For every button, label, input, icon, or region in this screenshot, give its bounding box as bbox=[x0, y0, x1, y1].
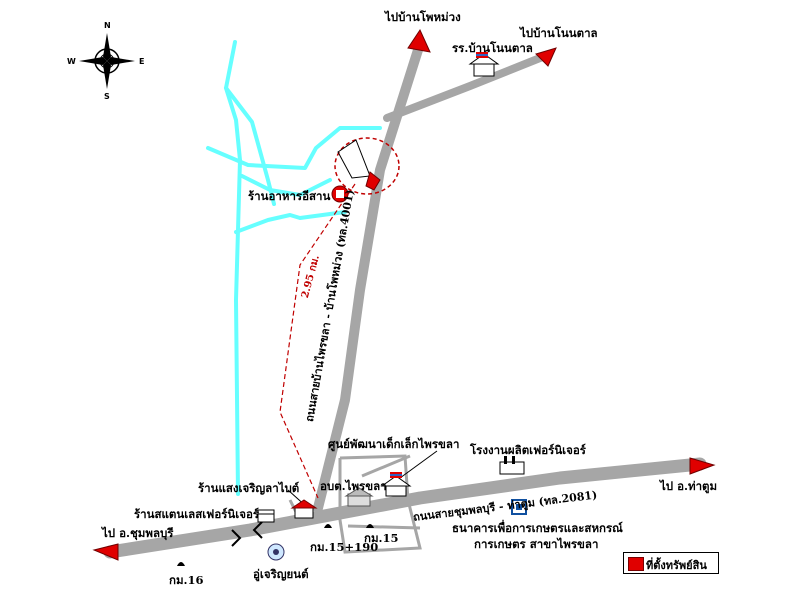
label-km16: กม.16 bbox=[169, 573, 204, 587]
distance-line bbox=[279, 183, 356, 499]
km-post-icons bbox=[177, 524, 374, 566]
label-obt: อบต.ไพรขลา bbox=[320, 479, 387, 493]
compass-rose-icon bbox=[79, 33, 135, 89]
label-baac-line1: ธนาคารเพื่อการเกษตรและสหกรณ์ bbox=[452, 521, 623, 535]
arrow-north-pho-muang bbox=[407, 28, 431, 53]
label-child-center: ศูนย์พัฒนาเด็กเล็กไพรขลา bbox=[328, 437, 460, 451]
child-center-icon bbox=[380, 472, 412, 497]
property-location bbox=[334, 137, 400, 195]
label-to-ban-non-tan: ไปบ้านโนนตาล bbox=[520, 26, 598, 40]
label-to-chumphon-buri: ไป อ.ชุมพลบุรี bbox=[102, 526, 174, 540]
local-roads bbox=[288, 454, 422, 554]
label-rice-shop: ร้านแสงเจริญลาไบต์ bbox=[198, 481, 300, 495]
label-to-tha-tum: ไป อ.ท่าตูม bbox=[660, 479, 718, 493]
school-icon bbox=[468, 52, 500, 77]
branch-road bbox=[313, 45, 549, 513]
label-baac-line2: การเกษตร สาขาไพรขลา bbox=[474, 537, 599, 551]
bridge-icon bbox=[231, 521, 263, 547]
label-to-ban-pho-muang: ไปบ้านโพหม่วง bbox=[385, 10, 461, 24]
restaurant-icon bbox=[331, 185, 349, 203]
steel-shop-icon bbox=[257, 509, 275, 523]
label-km15-190: กม.15+190 bbox=[310, 540, 379, 554]
arrow-west-chumphon bbox=[92, 543, 119, 561]
stream-network bbox=[206, 40, 382, 496]
label-garage: อู่เจริญยนต์ bbox=[253, 567, 309, 581]
compass-west: W bbox=[67, 57, 76, 66]
shop-icon bbox=[290, 499, 318, 519]
arrow-east-tha-tum bbox=[689, 457, 716, 475]
legend-label: ที่ตั้งทรัพย์สิน bbox=[646, 559, 707, 572]
label-furniture-factory: โรงงานผลิตเฟอร์นิเจอร์ bbox=[470, 443, 586, 457]
main-road bbox=[103, 457, 707, 559]
label-isan-restaurant: ร้านอาหารอีสาน bbox=[248, 189, 331, 203]
arrow-north-non-tan bbox=[535, 47, 557, 67]
property-swatch-icon bbox=[628, 557, 644, 571]
bank-icon bbox=[511, 499, 527, 515]
direction-arrows bbox=[92, 28, 716, 561]
label-steel-furniture-shop: ร้านสแตนเลสเฟอร์นิเจอร์ bbox=[134, 507, 260, 521]
compass-north: N bbox=[104, 21, 111, 30]
map-legend: ที่ตั้งทรัพย์สิน bbox=[623, 552, 719, 574]
garage-icon bbox=[267, 543, 285, 561]
obt-office-icon bbox=[344, 487, 374, 507]
compass-east: E bbox=[139, 57, 145, 66]
factory-icon bbox=[499, 456, 525, 475]
label-km15: กม.15 bbox=[364, 531, 399, 545]
compass-south: S bbox=[104, 92, 110, 101]
label-school-non-tan: รร.บ้านโนนตาล bbox=[452, 41, 533, 55]
